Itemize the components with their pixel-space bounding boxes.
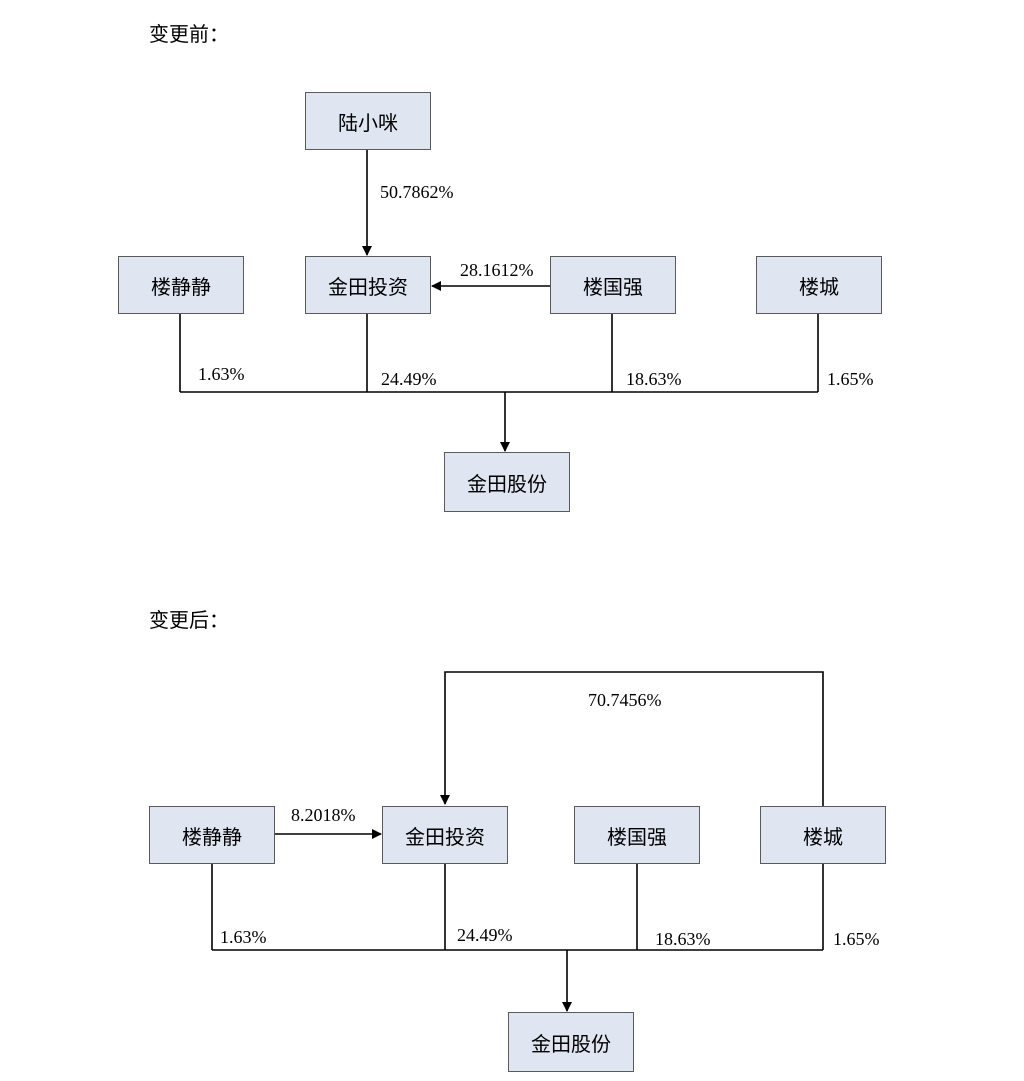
- before-pct-investment-to-shares: 24.49%: [381, 369, 437, 389]
- before-node-jintian-investment: 金田投资: [305, 256, 431, 314]
- after-pct-lou-cheng-to-investment: 70.7456%: [588, 690, 662, 710]
- after-node-lou-jingjing: 楼静静: [149, 806, 275, 864]
- before-node-lou-jingjing: 楼静静: [118, 256, 244, 314]
- after-edge-lou-cheng-to-investment: [440, 671, 824, 806]
- after-node-lou-guoqiang: 楼国强: [574, 806, 700, 864]
- after-node-lou-cheng: 楼城: [760, 806, 886, 864]
- after-pct-investment-to-shares: 24.49%: [457, 925, 513, 945]
- after-pct-lou-jingjing-to-shares: 1.63%: [220, 927, 267, 947]
- before-node-lou-cheng: 楼城: [756, 256, 882, 314]
- before-node-jintian-shares: 金田股份: [444, 452, 570, 512]
- after-node-jintian-shares: 金田股份: [508, 1012, 634, 1072]
- after-node-jintian-investment: 金田投资: [382, 806, 508, 864]
- after-pct-lou-guoqiang-to-shares: 18.63%: [655, 929, 711, 949]
- after-pct-lou-jingjing-to-investment: 8.2018%: [291, 805, 356, 825]
- before-pct-lou-guoqiang-to-investment: 28.1612%: [460, 260, 534, 280]
- before-pct-lou-cheng-to-shares: 1.65%: [827, 369, 874, 389]
- before-node-lou-guoqiang: 楼国强: [550, 256, 676, 314]
- after-pct-lou-cheng-to-shares: 1.65%: [833, 929, 880, 949]
- before-node-lu-xiaomi: 陆小咪: [305, 92, 431, 150]
- before-pct-lu-xiaomi-to-investment: 50.7862%: [380, 182, 454, 202]
- before-section-label: 变更前：: [149, 22, 229, 46]
- after-section-label: 变更后：: [149, 608, 229, 632]
- before-pct-lou-guoqiang-to-shares: 18.63%: [626, 369, 682, 389]
- before-pct-lou-jingjing-to-shares: 1.63%: [198, 364, 245, 384]
